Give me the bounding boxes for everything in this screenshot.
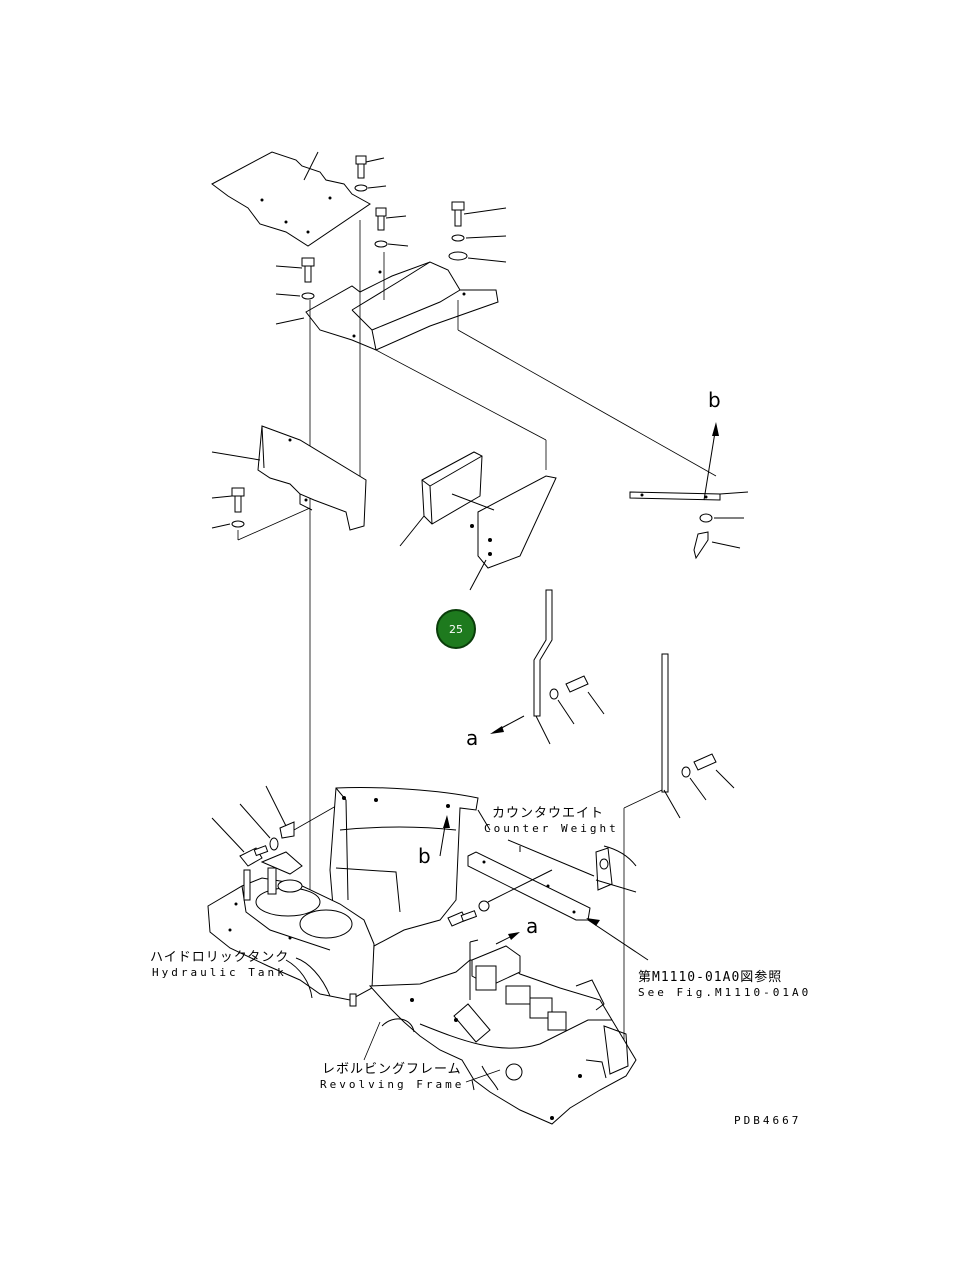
center-hood-cover xyxy=(305,261,499,351)
bolt-set-left xyxy=(211,487,245,529)
connector-lines xyxy=(237,220,717,902)
tank-bolt-set xyxy=(211,785,337,867)
revolving-frame-label-en: Revolving Frame xyxy=(320,1078,465,1091)
see-fig-label-en: See Fig.M1110-01A0 xyxy=(638,986,812,999)
see-fig-label-jp: 第M1110-01A0図参照 xyxy=(638,970,783,985)
part-number-badge[interactable]: 25 xyxy=(436,609,476,649)
ref-letter-b-top: b xyxy=(708,388,721,412)
cw-side-bracket xyxy=(467,839,649,961)
label-leaders xyxy=(363,1021,501,1083)
arrow-b-top xyxy=(703,422,719,501)
hydraulic-tank-label-en: Hydraulic Tank xyxy=(152,966,287,979)
cw-bolt-set xyxy=(447,869,553,927)
ref-letter-a-mid: a xyxy=(466,726,479,750)
middle-pad xyxy=(399,451,483,547)
middle-side-plate xyxy=(451,475,557,591)
revolving-frame xyxy=(349,939,637,1125)
bolt-set-upper xyxy=(275,155,507,325)
arrow-b-low xyxy=(439,815,450,857)
hydraulic-tank-label-jp: ハイドロリックタンク xyxy=(150,950,290,965)
right-flat-bracket xyxy=(629,491,749,560)
counter-weight-label-en: Counter Weight xyxy=(484,822,619,835)
hydraulic-tank xyxy=(207,851,375,1001)
left-bracket xyxy=(211,425,367,531)
stay-left xyxy=(533,589,605,745)
ref-letter-b-low: b xyxy=(418,844,431,868)
ref-letter-a-low: a xyxy=(526,914,539,938)
drawing-code: PDB4667 xyxy=(734,1114,802,1127)
part-number-label: 25 xyxy=(449,622,463,636)
top-cover-plate xyxy=(211,151,371,247)
arrow-a-low xyxy=(495,932,520,945)
stay-right xyxy=(623,653,735,1040)
counter-weight-label-jp: カウンタウエイト xyxy=(492,806,605,821)
revolving-frame-label-jp: レボルビングフレーム xyxy=(322,1062,462,1077)
arrow-a-mid xyxy=(490,715,525,734)
